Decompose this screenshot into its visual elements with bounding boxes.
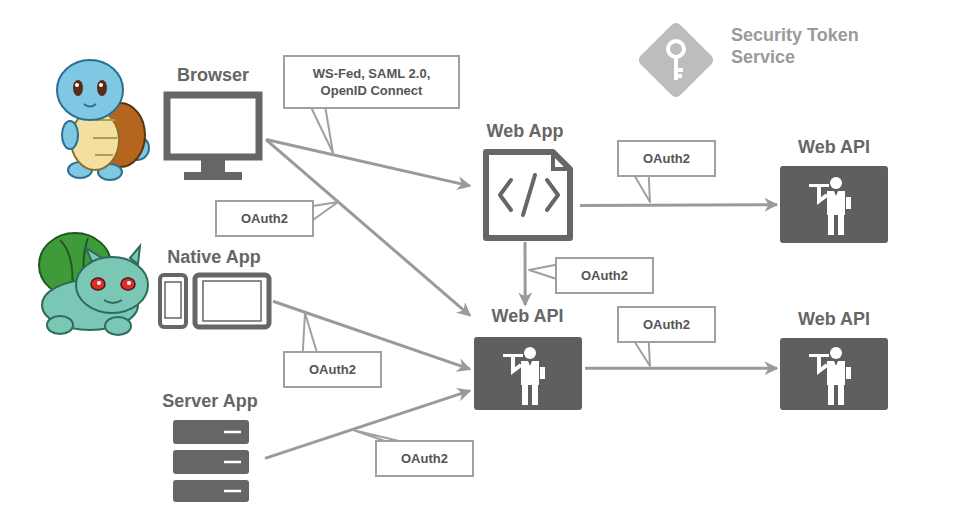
edge-label: OAuth2 (241, 210, 288, 227)
eye-glint (97, 281, 101, 285)
callout-tail (529, 265, 556, 279)
edge-label: OAuth2 (581, 267, 628, 284)
edge-label: WS-Fed, SAML 2.0, OpenID Connect (309, 65, 434, 99)
tablet-screen (203, 281, 261, 321)
head (57, 60, 123, 120)
callout-bubble: OAuth2 (555, 257, 654, 294)
monitor-icon (167, 95, 259, 180)
eye (73, 80, 83, 96)
web-app: Web App (470, 120, 580, 242)
node-label: Browser (160, 64, 266, 86)
api-box (780, 338, 888, 410)
waiter-symbol (809, 177, 851, 235)
node-label: Web API (777, 308, 891, 330)
node-label: Web API (777, 136, 891, 158)
api-box (780, 166, 888, 243)
callout-tail (303, 313, 317, 352)
code-document-icon (486, 152, 570, 238)
callout-tail (635, 342, 650, 366)
service-diamond (636, 20, 715, 99)
token-service: Security Token Service (634, 16, 867, 106)
eye-glint (99, 83, 103, 87)
belly-lines (93, 120, 117, 155)
eye-glint (127, 281, 131, 285)
browser-client: Browser (160, 64, 266, 182)
api-box (474, 337, 582, 410)
connector-arrow (580, 203, 777, 207)
node-label: Web App (470, 120, 580, 142)
squirtle-figure (57, 60, 149, 180)
callout-tail (635, 176, 650, 202)
node-label: Web API (470, 305, 585, 327)
node-label: Native App (155, 246, 273, 268)
connector-arrow (266, 140, 470, 186)
eye-glint (75, 83, 79, 87)
eye (121, 278, 135, 290)
callout-bubble: OAuth2 (283, 351, 382, 388)
leg (47, 316, 73, 334)
mobile-icons (160, 275, 269, 327)
callout-tail (313, 202, 338, 220)
monitor-base (184, 172, 242, 180)
bulbasaur-figure (39, 233, 148, 335)
waiter-symbol (809, 347, 851, 405)
tablet-icon (195, 275, 269, 327)
phone-screen (165, 282, 181, 318)
callout-bubble: WS-Fed, SAML 2.0, OpenID Connect (283, 55, 460, 109)
connector-arrow (585, 367, 777, 370)
callout-bubble: OAuth2 (617, 140, 716, 177)
key-ring (668, 41, 684, 57)
node-label: Security Token Service (731, 24, 881, 68)
leg (105, 317, 131, 335)
code-symbol (500, 175, 558, 215)
api-icon (780, 338, 888, 410)
node-label: Server App (155, 390, 265, 412)
edge-label: OAuth2 (643, 316, 690, 333)
monitor-frame (167, 95, 259, 157)
native-app-client: Native App (155, 246, 273, 331)
api-icon (474, 337, 582, 410)
edge-label: OAuth2 (309, 361, 356, 378)
head (76, 257, 148, 313)
web-api: Web API (470, 305, 585, 412)
server-icon (173, 420, 249, 502)
callout-bubble: OAuth2 (215, 200, 314, 237)
callout-tail (311, 108, 333, 153)
phone-icon (160, 275, 186, 327)
callout-bubble: OAuth2 (375, 440, 474, 477)
server-slots (224, 432, 241, 491)
waiter-symbol (503, 347, 545, 405)
edge-label: OAuth2 (643, 150, 690, 167)
mouth (104, 300, 122, 303)
server-app-client: Server App (155, 390, 265, 504)
monitor-stand (201, 160, 225, 172)
arm (62, 121, 78, 149)
web-api: Web API (777, 308, 891, 412)
token-service-icon (636, 20, 715, 99)
api-icon (780, 166, 888, 243)
eye (97, 80, 107, 96)
web-api: Web API (777, 136, 891, 245)
eye (91, 278, 105, 290)
key-shaft (676, 57, 683, 80)
mouth (84, 104, 96, 107)
document-fold (553, 152, 570, 169)
callout-bubble: OAuth2 (617, 306, 716, 343)
connector-arrow (524, 242, 527, 305)
document-outline (486, 152, 570, 238)
edge-label: OAuth2 (401, 450, 448, 467)
